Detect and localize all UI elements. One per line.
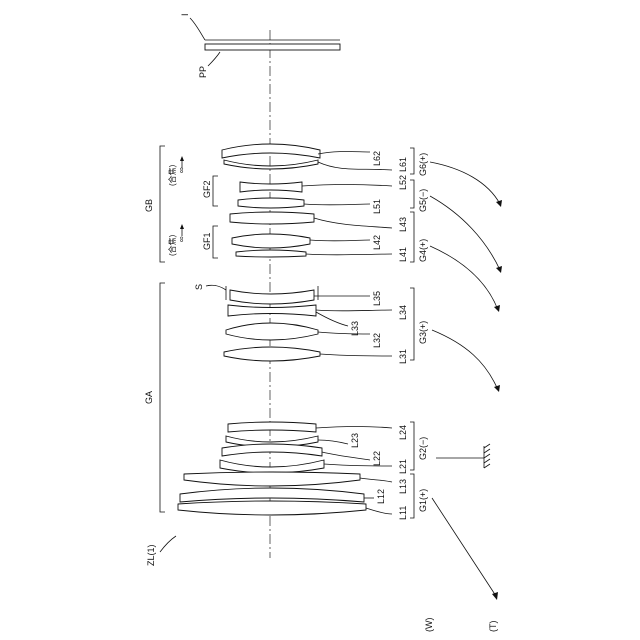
focus-label-gf1: (合焦) bbox=[167, 234, 177, 256]
label-l34: L34 bbox=[398, 305, 408, 320]
lens-l21 bbox=[220, 460, 324, 473]
gf1-bracket bbox=[213, 226, 218, 258]
movement-arrows bbox=[430, 162, 502, 600]
image-plane-leader bbox=[190, 18, 205, 40]
label-l21: L21 bbox=[398, 459, 408, 474]
lens-l61 bbox=[224, 160, 318, 169]
ga-label: GA bbox=[144, 391, 154, 404]
label-l41: L41 bbox=[398, 247, 408, 262]
label-l43: L43 bbox=[398, 217, 408, 232]
lens-l22 bbox=[222, 444, 322, 456]
lens-l62 bbox=[222, 144, 320, 158]
pp-leader bbox=[208, 52, 220, 66]
label-l11: L11 bbox=[398, 506, 408, 520]
lens-l43 bbox=[230, 212, 314, 224]
gf2-bracket bbox=[213, 176, 218, 206]
lens-l13 bbox=[184, 472, 360, 486]
lens-l32 bbox=[226, 323, 318, 340]
label-l61: L61 bbox=[398, 157, 408, 172]
stop-label: S bbox=[194, 284, 204, 290]
group-g5: G5(−) bbox=[418, 189, 428, 212]
lens-l11 bbox=[178, 501, 366, 515]
group-g3: G3(+) bbox=[418, 321, 428, 344]
group-g6: G6(+) bbox=[418, 153, 428, 176]
fixed-mark bbox=[436, 444, 490, 468]
system-label: ZL(1) bbox=[146, 544, 156, 566]
state-wide: (W) bbox=[424, 618, 434, 633]
label-l51: L51 bbox=[372, 199, 382, 214]
lens-l24 bbox=[228, 422, 316, 432]
focus-inf-gf1: ∞ bbox=[177, 236, 186, 242]
lens-l52 bbox=[240, 182, 302, 192]
lens-l51 bbox=[238, 198, 304, 208]
label-l12: L12 bbox=[376, 489, 386, 504]
focus-inf-gb: ∞ bbox=[177, 167, 186, 173]
gb-bracket bbox=[160, 146, 165, 262]
label-l35: L35 bbox=[372, 291, 382, 306]
group-g4: G4(+) bbox=[418, 239, 428, 262]
label-l31: L31 bbox=[398, 349, 408, 364]
label-l32: L32 bbox=[372, 333, 382, 348]
label-l62: L62 bbox=[372, 151, 382, 166]
lens-l42 bbox=[232, 234, 310, 248]
label-l42: L42 bbox=[372, 235, 382, 250]
label-l52: L52 bbox=[398, 175, 408, 190]
lens-l34 bbox=[228, 305, 316, 316]
group-braces bbox=[410, 148, 414, 518]
group-g1: G1(+) bbox=[418, 489, 428, 512]
gb-label: GB bbox=[144, 199, 154, 212]
lens-l35 bbox=[230, 290, 314, 304]
label-l22: L22 bbox=[372, 451, 382, 466]
label-l24: L24 bbox=[398, 425, 408, 440]
label-l23: L23 bbox=[350, 433, 360, 448]
lens-l12 bbox=[180, 488, 364, 502]
group-g2: G2(−) bbox=[418, 437, 428, 460]
image-plane-glass bbox=[205, 44, 340, 50]
focus-label-gb: (合焦) bbox=[167, 164, 177, 186]
pp-label: PP bbox=[198, 66, 208, 78]
lens-l31 bbox=[224, 347, 320, 361]
state-tele: (T) bbox=[488, 621, 498, 633]
ga-bracket bbox=[160, 283, 165, 512]
image-plane-label: I bbox=[180, 13, 190, 16]
label-l13: L13 bbox=[398, 479, 408, 494]
gf1-label: GF1 bbox=[202, 232, 212, 250]
gf2-label: GF2 bbox=[202, 180, 212, 198]
lens-l41 bbox=[236, 250, 306, 257]
